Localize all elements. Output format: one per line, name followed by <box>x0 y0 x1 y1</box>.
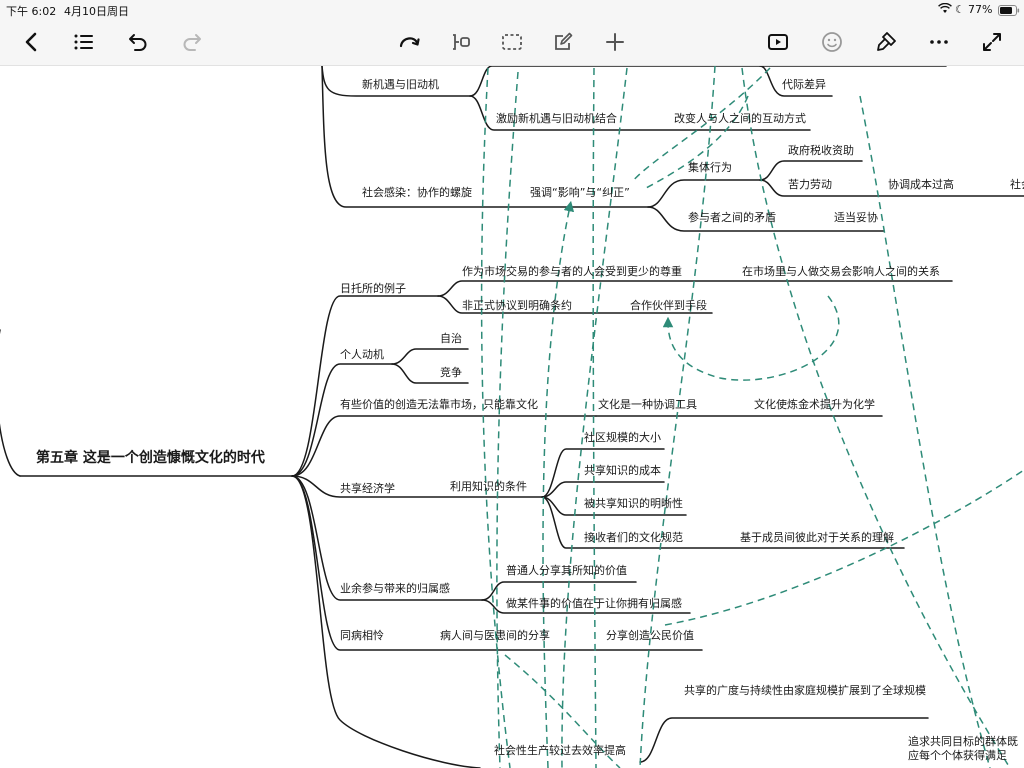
node-autonomy[interactable]: 自治 <box>440 332 462 345</box>
node-generation-gap[interactable]: 代际差异 <box>782 78 826 91</box>
node-alchemy-to-chemistry[interactable]: 文化使炼金术提升为化学 <box>754 398 875 411</box>
node-participant-conflict[interactable]: 参与者之间的矛盾 <box>688 211 776 224</box>
moon-icon: ☾ <box>955 3 965 16</box>
node-sharing-cost[interactable]: 共享知识的成本 <box>584 464 661 477</box>
outline-icon[interactable] <box>67 26 101 58</box>
present-icon[interactable] <box>761 26 795 58</box>
battery-percent: 77% <box>968 3 993 16</box>
back-icon[interactable] <box>15 26 49 58</box>
node-social-contagion[interactable]: 社会感染：协作的螺旋 <box>362 186 472 199</box>
node-hard-labor[interactable]: 苦力劳动 <box>788 178 832 191</box>
status-bar: 下午 6:02 4月10日周日 ☾ 77% <box>0 0 1024 20</box>
node-patient-sharing[interactable]: 病人间与医患间的分享 <box>440 629 550 642</box>
style-icon[interactable] <box>869 26 903 58</box>
node-civic-value[interactable]: 分享创造公民价值 <box>606 629 694 642</box>
node-culture-coordination[interactable]: 文化是一种协调工具 <box>598 398 697 411</box>
node-knowledge-clarity[interactable]: 被共享知识的明晰性 <box>584 497 683 510</box>
node-social-truncated[interactable]: 社会 <box>1010 178 1024 191</box>
mindmap-connectors <box>0 66 1024 768</box>
node-influence-correction[interactable]: 强调“影响”与“纠正” <box>530 186 630 199</box>
node-relationship-understanding[interactable]: 基于成员间彼此对于关系的理解 <box>740 531 894 544</box>
node-market-relations[interactable]: 在市场里与人做交易会影响人之间的关系 <box>742 265 940 278</box>
node-amateur-belonging[interactable]: 业余参与带来的归属感 <box>340 582 450 595</box>
more-icon[interactable] <box>922 26 956 58</box>
relationship-icon[interactable] <box>392 26 426 58</box>
node-community-size[interactable]: 社区规模的大小 <box>584 431 661 444</box>
status-time: 下午 6:02 <box>6 5 57 18</box>
node-combine-opportunity-motive[interactable]: 激励新机遇与旧动机结合 <box>496 112 617 125</box>
node-global-sharing[interactable]: 共享的广度与持续性由家庭规模扩展到了全球规模 <box>684 684 926 697</box>
fullscreen-icon[interactable] <box>975 26 1009 58</box>
node-value-by-culture[interactable]: 有些价值的创造无法靠市场，只能靠文化 <box>340 398 538 411</box>
status-date: 4月10日周日 <box>64 5 129 18</box>
node-partner-to-means[interactable]: 合作伙伴到手段 <box>630 299 707 312</box>
node-personal-motivation[interactable]: 个人动机 <box>340 348 384 361</box>
node-informal-to-formal[interactable]: 非正式协议到明确条约 <box>462 299 572 312</box>
node-sharing-economics[interactable]: 共享经济学 <box>340 482 395 495</box>
toolbar <box>0 20 1024 66</box>
node-same-illness[interactable]: 同病相怜 <box>340 629 384 642</box>
boundary-icon[interactable] <box>495 26 529 58</box>
mindmap-canvas[interactable]: 第五章 这是一个创造慷慨文化的时代 新机遇与旧动机 激励新机遇与旧动机结合 改变… <box>0 66 1024 768</box>
node-common-goal[interactable]: 追求共同目标的群体既应每个个体获得满足 <box>908 735 1018 762</box>
node-government-funding[interactable]: 政府税收资助 <box>788 144 854 157</box>
node-competition[interactable]: 竞争 <box>440 366 462 379</box>
summary-icon[interactable] <box>444 26 478 58</box>
node-social-production[interactable]: 社会性生产较过去效率提高 <box>494 744 626 757</box>
node-daycare-example[interactable]: 日托所的例子 <box>340 282 406 295</box>
node-compromise[interactable]: 适当妥协 <box>834 211 878 224</box>
node-less-respect[interactable]: 作为市场交易的参与者的人会受到更少的尊重 <box>462 265 682 278</box>
node-share-knowledge-value[interactable]: 普通人分享其所知的价值 <box>506 564 627 577</box>
node-collective-action[interactable]: 集体行为 <box>688 161 732 174</box>
note-icon[interactable] <box>546 26 580 58</box>
undo-icon[interactable] <box>121 26 155 58</box>
node-belonging-value[interactable]: 做某件事的价值在于让你拥有归属感 <box>506 597 682 610</box>
node-new-opportunity-old-motive[interactable]: 新机遇与旧动机 <box>362 78 439 91</box>
node-change-interaction[interactable]: 改变人与人之间的互动方式 <box>674 112 806 125</box>
node-coordination-cost[interactable]: 协调成本过高 <box>888 178 954 191</box>
redo-icon[interactable] <box>175 26 209 58</box>
node-knowledge-conditions[interactable]: 利用知识的条件 <box>450 480 527 493</box>
root-topic[interactable]: 第五章 这是一个创造慷慨文化的时代 <box>36 450 265 466</box>
emoji-icon[interactable] <box>815 26 849 58</box>
battery-icon <box>998 5 1020 19</box>
wifi-icon <box>938 2 952 17</box>
add-icon[interactable] <box>598 26 632 58</box>
node-cultural-norms[interactable]: 接收者们的文化规范 <box>584 531 683 544</box>
